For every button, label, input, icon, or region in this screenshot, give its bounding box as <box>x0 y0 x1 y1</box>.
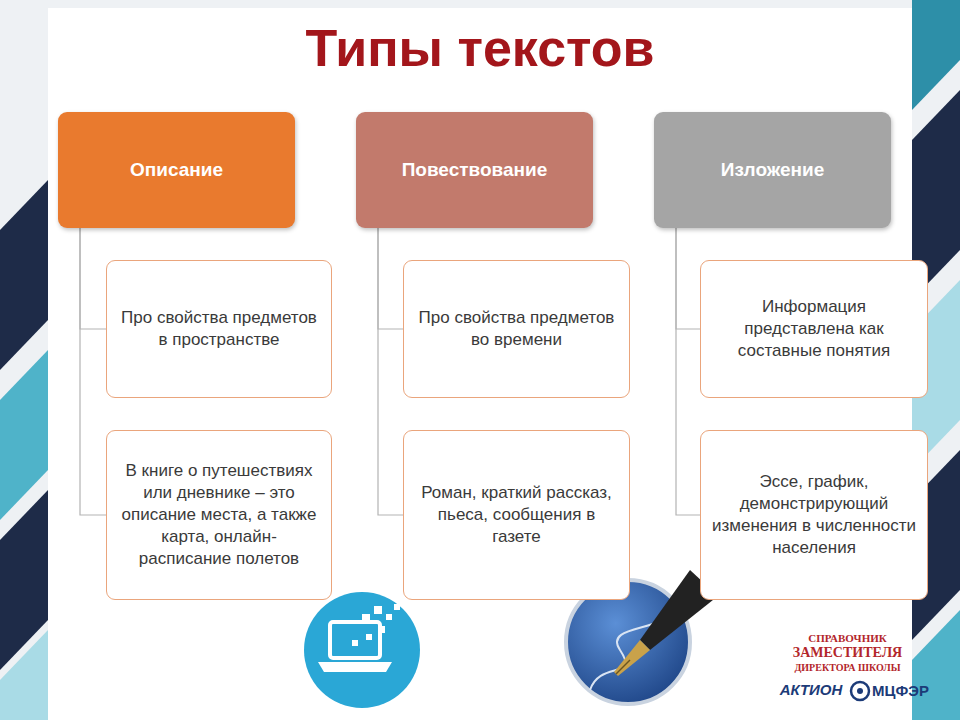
tree-connector <box>80 228 106 329</box>
description-text: Информация представлена как составные по… <box>711 296 917 362</box>
category-label: Изложение <box>721 159 825 181</box>
description-box: Информация представлена как составные по… <box>700 260 928 398</box>
description-text: В книге о путешествиях или дневнике – эт… <box>117 460 321 570</box>
category-box: Изложение <box>654 112 891 228</box>
tree-connector <box>80 228 106 515</box>
description-box: Про свойства предметов во времени <box>403 260 630 398</box>
description-text: Роман, краткий рассказ, пьеса, сообщения… <box>414 482 619 548</box>
category-label: Повествование <box>402 159 548 181</box>
stripe <box>0 180 48 370</box>
logo-mark <box>851 682 869 700</box>
description-text: Эссе, график, демонстрирующий изменения … <box>711 471 917 559</box>
logo-text: АКТИОН <box>776 682 846 699</box>
tree-connector <box>378 228 403 329</box>
description-box: Про свойства предметов в пространстве <box>106 260 332 398</box>
category-box: Описание <box>58 112 295 228</box>
tree-connector <box>676 228 700 515</box>
logo-text: ДИРЕКТОРА ШКОЛЫ <box>790 662 905 673</box>
category-box: Повествование <box>356 112 593 228</box>
diagram-title: Типы текстов <box>0 18 960 78</box>
laptop-icon <box>304 592 420 708</box>
stripe <box>912 0 960 110</box>
logo-text: СПРАВОЧНИК <box>790 632 905 644</box>
tree-connector <box>378 228 403 515</box>
description-text: Про свойства предметов в пространстве <box>117 307 321 351</box>
stripe <box>912 610 960 720</box>
description-box: В книге о путешествиях или дневнике – эт… <box>106 430 332 600</box>
description-text: Про свойства предметов во времени <box>414 307 619 351</box>
logo-text: ЗАМЕСТИТЕЛЯ <box>790 645 905 660</box>
description-box: Роман, краткий рассказ, пьеса, сообщения… <box>403 430 630 600</box>
tree-connector <box>676 228 700 329</box>
stripe <box>0 350 48 520</box>
stripe <box>0 630 48 720</box>
logo-text: МЦФЭР <box>872 683 932 700</box>
category-label: Описание <box>130 159 223 181</box>
description-box: Эссе, график, демонстрирующий изменения … <box>700 430 928 600</box>
